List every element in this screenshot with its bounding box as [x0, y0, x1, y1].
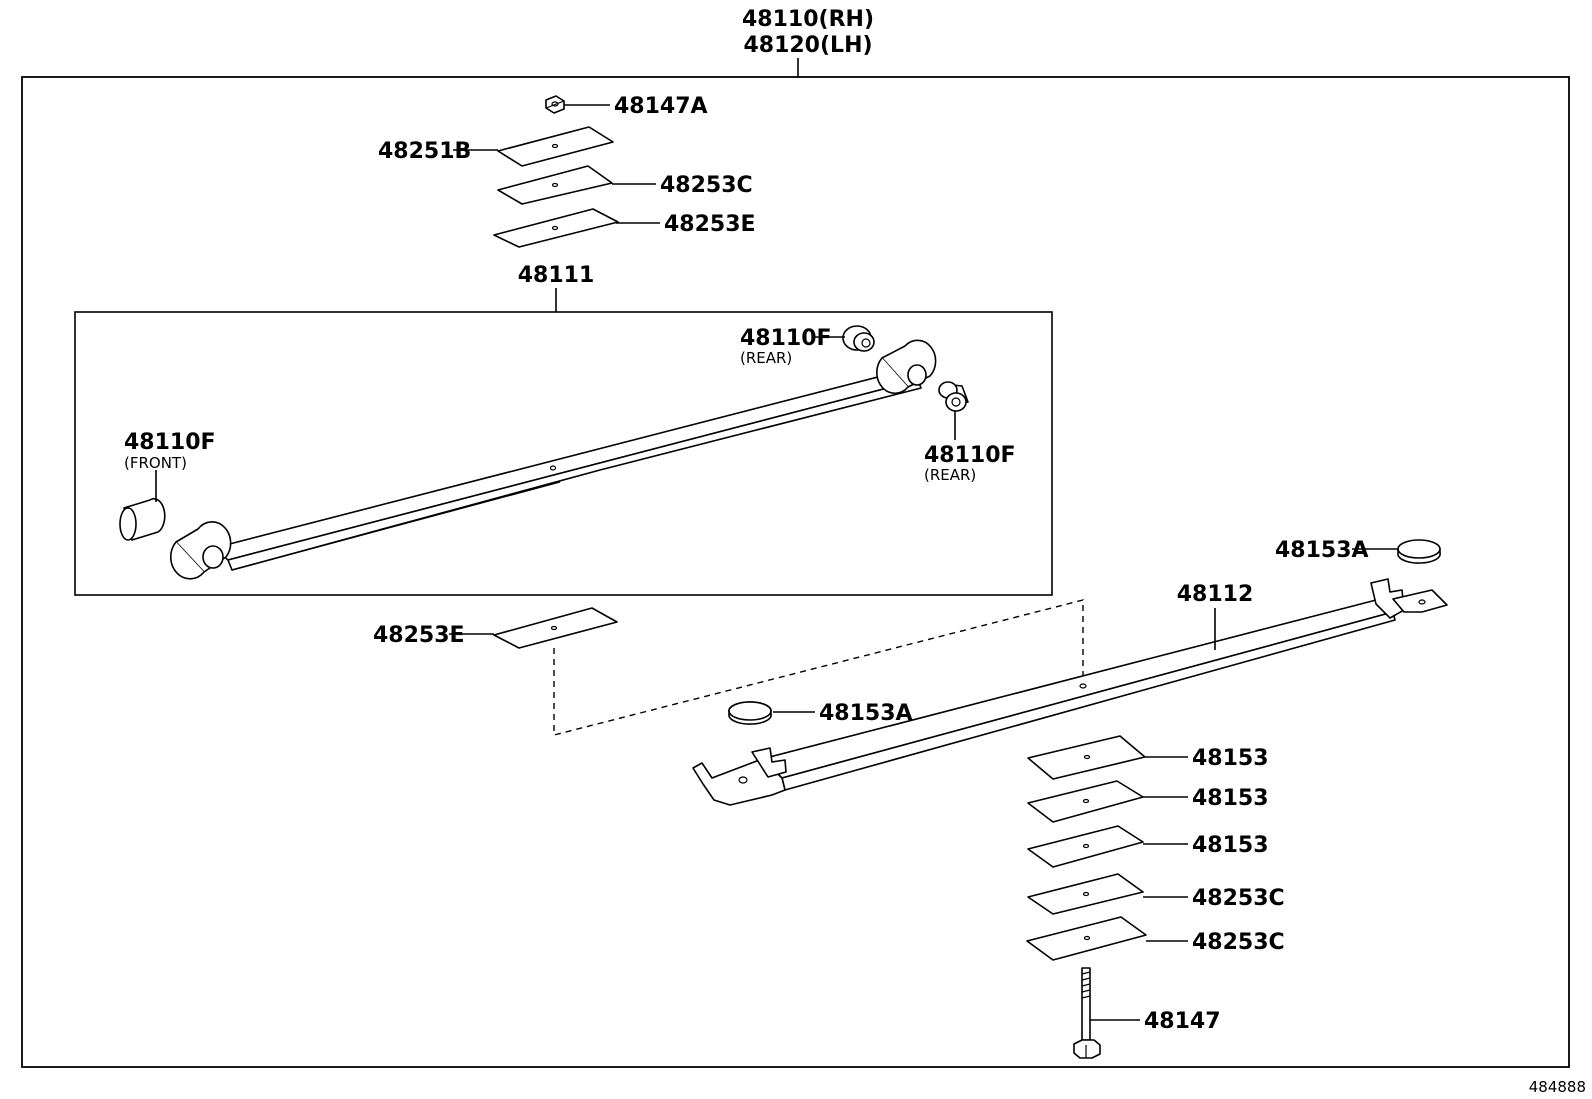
bushing-icon[interactable] — [842, 325, 875, 352]
plate-mid-label[interactable]: 48253E — [373, 623, 465, 648]
lower-leaf-spring[interactable] — [692, 578, 1448, 806]
bush-front-label[interactable]: 48110F — [124, 430, 216, 455]
plate-icon[interactable] — [1027, 735, 1146, 780]
cap-right-label[interactable]: 48153A — [1275, 538, 1369, 563]
cap-icon[interactable] — [728, 701, 772, 725]
plate-icon[interactable] — [493, 607, 618, 649]
diagram-number: 484888 — [1529, 1078, 1586, 1096]
plate-icon[interactable] — [1026, 916, 1147, 961]
leaf-rear-eye — [876, 339, 937, 395]
plate-top-1-label[interactable]: 48251B — [378, 139, 471, 164]
bush-rear-upper-label[interactable]: 48110F — [740, 326, 832, 351]
hex-nut-icon[interactable] — [545, 95, 565, 114]
leaf-lower-label[interactable]: 48112 — [1177, 582, 1254, 607]
plate-top-2-label[interactable]: 48253C — [660, 173, 753, 198]
plate-icon[interactable] — [1027, 780, 1144, 823]
cap-mid-label[interactable]: 48153A — [819, 701, 913, 726]
plate-icon[interactable] — [493, 208, 619, 248]
bush-rear-upper-note: (REAR) — [740, 349, 792, 367]
center-bolt-icon[interactable] — [1073, 967, 1101, 1059]
plate-top-3-label[interactable]: 48253E — [664, 212, 756, 237]
outer-frame — [21, 76, 1570, 1068]
cap-icon[interactable] — [1397, 539, 1441, 564]
plate-icon[interactable] — [1027, 825, 1144, 868]
plate-icon[interactable] — [497, 126, 614, 167]
main-leaf-spring[interactable] — [213, 369, 922, 571]
leaf-front-eye — [169, 521, 232, 580]
title-lh-label[interactable]: 48120(LH) — [743, 33, 872, 58]
spacer-5-label[interactable]: 48253C — [1192, 930, 1285, 955]
alignment-dashed-line — [553, 599, 1084, 736]
leaf-assy-label[interactable]: 48111 — [518, 263, 595, 288]
plate-icon[interactable] — [497, 165, 613, 205]
nut-top-label[interactable]: 48147A — [614, 94, 708, 119]
spacer-3-label[interactable]: 48153 — [1192, 833, 1269, 858]
bush-front-note: (FRONT) — [124, 454, 187, 472]
leaf-assembly-frame — [74, 311, 1053, 596]
plate-icon[interactable] — [1027, 873, 1144, 915]
spacer-1-label[interactable]: 48153 — [1192, 746, 1269, 771]
bushing-icon[interactable] — [119, 497, 166, 541]
bush-rear-lower-note: (REAR) — [924, 466, 976, 484]
bushing-icon[interactable] — [938, 381, 969, 412]
spacer-4-label[interactable]: 48253C — [1192, 886, 1285, 911]
title-rh-label[interactable]: 48110(RH) — [742, 7, 874, 32]
bolt-bottom-label[interactable]: 48147 — [1144, 1009, 1221, 1034]
spacer-2-label[interactable]: 48153 — [1192, 786, 1269, 811]
bush-rear-lower-label[interactable]: 48110F — [924, 443, 1016, 468]
